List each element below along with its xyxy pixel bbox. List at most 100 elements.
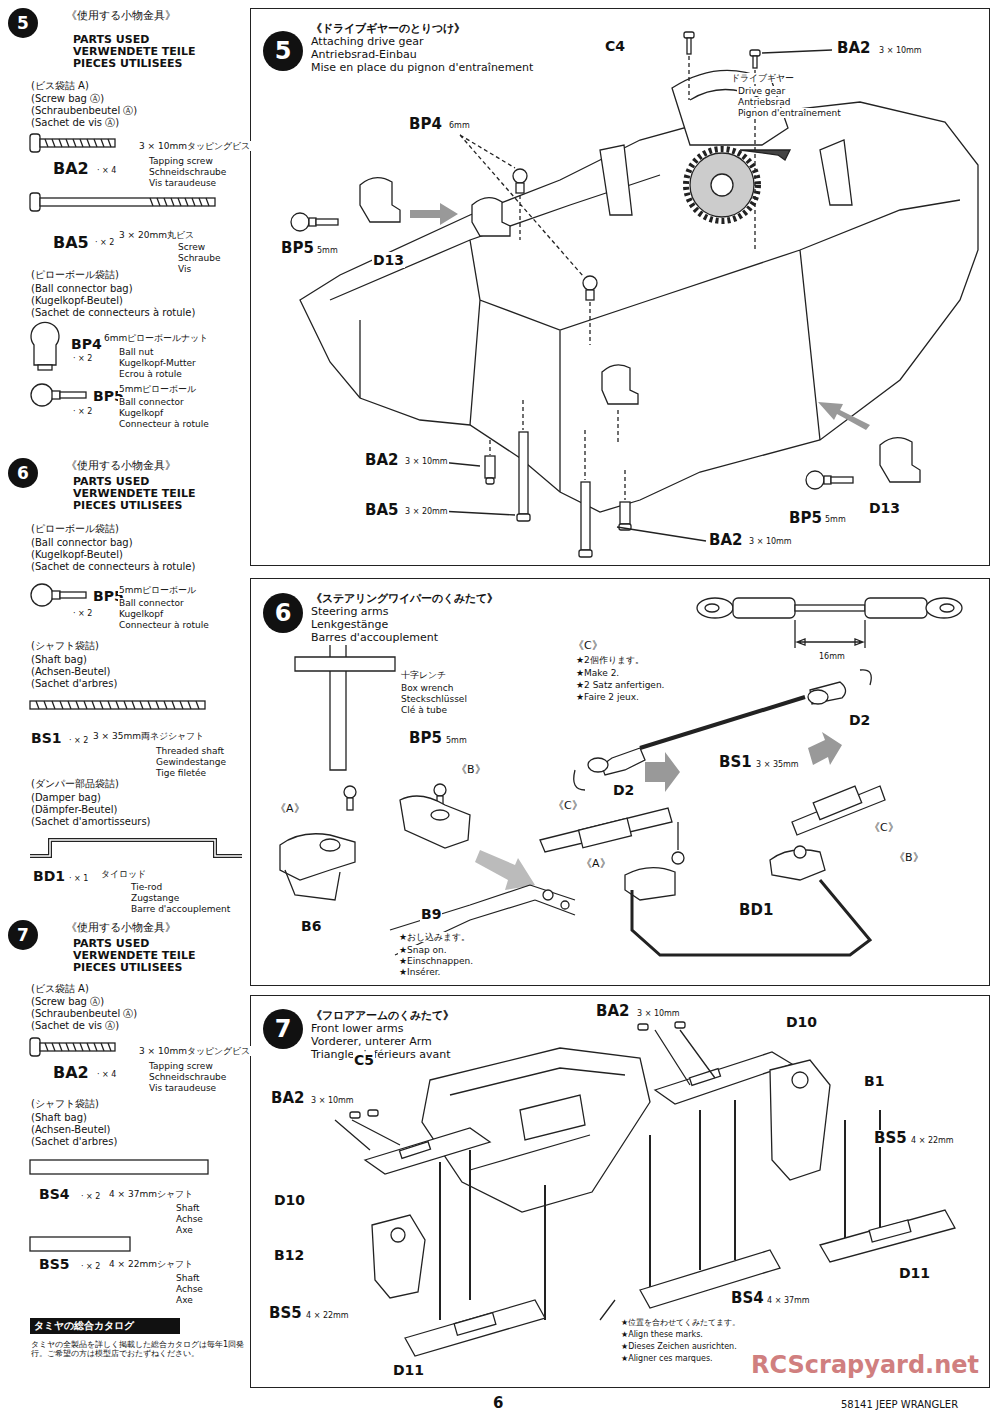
part-label: C5 xyxy=(353,1052,375,1068)
step-heading: 《ステアリングワイパーのくみたて》 xyxy=(311,593,498,606)
drawing-stroke xyxy=(390,885,575,955)
drawing-stroke xyxy=(770,1060,830,1180)
part-label: 《C》 xyxy=(552,800,584,813)
part-label: 5mmピローボール xyxy=(118,585,197,595)
part-label: 58141 JEEP WRANGLER xyxy=(840,1399,959,1411)
step-heading: Attaching drive gear xyxy=(311,36,424,49)
drawing-stroke xyxy=(335,1030,715,1320)
drawing-stroke xyxy=(806,471,824,489)
drawing-stroke xyxy=(31,322,59,365)
step-heading: 《ドライブギヤーのとりつけ》 xyxy=(311,23,465,36)
drawing-stroke xyxy=(30,1160,208,1174)
drawing-stroke xyxy=(40,1043,115,1051)
part-label: BA2 xyxy=(595,1003,630,1020)
part-label: (Kugelkopf-Beutel) xyxy=(30,295,124,307)
part-label: (Schraubenbeutel Ⓐ) xyxy=(30,105,138,117)
part-label: Steckschlüssel xyxy=(400,694,468,704)
drawing-stroke xyxy=(405,1300,545,1356)
part-label: Ball nut xyxy=(118,347,155,357)
drawing-stroke xyxy=(733,598,795,618)
part-label: タミヤの全製品を詳しく掲載した総合カタログは毎年1回発行。ご希望の方は模型店でお… xyxy=(30,1340,247,1358)
part-label: (Screw bag Ⓐ) xyxy=(30,996,105,1008)
drawing-stroke xyxy=(434,784,446,796)
part-label: (シャフト袋詰) xyxy=(30,640,100,652)
step-text: 5 xyxy=(17,13,29,33)
drawing-stroke xyxy=(30,1038,40,1056)
step-heading: Vorderer, unterer Arm xyxy=(311,1036,432,1049)
part-label: (ビス袋詰 A) xyxy=(30,80,90,92)
part-label: (Ball connector bag) xyxy=(30,283,134,295)
part-label: · × 2 xyxy=(80,1192,101,1201)
part-label: Connecteur à rotule xyxy=(118,620,210,630)
drawing-stroke xyxy=(450,1068,625,1170)
drawing-stroke xyxy=(638,1024,648,1030)
part-label: (Schraubenbeutel Ⓐ) xyxy=(30,1008,138,1020)
part-label: Screw xyxy=(177,242,206,252)
drawing-stroke xyxy=(472,198,510,236)
drawing-stroke xyxy=(330,628,346,770)
step-text: 6 xyxy=(17,463,29,483)
part-label: PIECES UTILISEES xyxy=(72,500,184,513)
part-label: · × 2 xyxy=(94,238,115,247)
part-label: 6mmピローボールナット xyxy=(103,333,209,343)
step-heading: Antriebsrad-Einbau xyxy=(311,49,417,62)
part-label: BA2 xyxy=(52,160,90,178)
part-label: Drive gear xyxy=(737,86,786,96)
part-label: 3 × 10mm xyxy=(636,1009,681,1018)
part-label: (Sachet de vis Ⓐ) xyxy=(30,117,120,129)
part-label: D13 xyxy=(372,252,405,268)
drawing-stroke xyxy=(818,402,870,430)
drawing-stroke xyxy=(45,139,111,147)
part-label: 3 × 10mm xyxy=(878,46,923,55)
drawing-stroke xyxy=(516,183,524,193)
drawing-stroke xyxy=(813,786,861,820)
step-text: タミヤの総合カタログ xyxy=(34,1319,134,1333)
part-label: BS1 xyxy=(30,730,63,746)
drawing-stroke xyxy=(579,818,632,848)
part-label: C4 xyxy=(604,38,626,54)
drawing-stroke xyxy=(690,153,754,217)
drawing-stroke xyxy=(620,502,630,524)
step-panel: 《ドライブギヤーのとりつけ》Attaching drive gearAntrie… xyxy=(250,8,990,566)
part-label: タイロッド xyxy=(100,869,147,879)
drawing-stroke xyxy=(808,732,842,765)
drawing-stroke xyxy=(30,193,40,211)
drawing-stroke xyxy=(347,798,353,810)
drawing-stroke xyxy=(330,175,960,492)
drawing-stroke xyxy=(400,796,470,848)
drawing-stroke xyxy=(831,477,853,483)
drawing-stroke xyxy=(40,139,115,147)
part-label: Shaft xyxy=(175,1203,200,1213)
part-label: 3 × 10mm xyxy=(310,1096,355,1105)
part-label: ★2個作ります。 xyxy=(575,655,645,665)
part-label: (Sachet d'arbres) xyxy=(30,1136,118,1148)
drawing-stroke xyxy=(399,1142,430,1159)
part-label: 《C》 xyxy=(572,640,604,653)
drawing-stroke xyxy=(675,1022,685,1028)
part-label: 3 × 10mmタッピングビス xyxy=(138,141,251,151)
drawing-stroke xyxy=(368,1110,378,1116)
part-label: 3 × 35mm xyxy=(755,760,800,769)
part-label: Gewindestange xyxy=(155,757,227,767)
drawing-stroke xyxy=(689,1069,720,1086)
drawing-stroke xyxy=(940,604,954,612)
drawing-stroke xyxy=(632,880,870,955)
part-label: ★Faire 2 jeux. xyxy=(575,692,640,702)
drawing-stroke xyxy=(561,901,569,909)
part-label: 3 × 10mmタッピングビス xyxy=(138,1046,251,1056)
drawing-stroke xyxy=(422,1048,650,1212)
part-label: 3 × 10mm xyxy=(748,537,793,546)
part-label: 5mm xyxy=(316,246,339,255)
step-number-circle: 7 xyxy=(8,920,38,950)
part-label: · × 2 xyxy=(72,609,93,618)
drawing-stroke xyxy=(540,808,672,852)
part-label: 4 × 37mmシャフト xyxy=(108,1189,194,1199)
drawing-stroke xyxy=(30,1237,130,1251)
part-label: (ピローボール袋詰) xyxy=(30,269,120,281)
part-label: Kugelkopf-Mutter xyxy=(118,358,197,368)
drawing-stroke xyxy=(687,38,691,54)
part-label: BA2 xyxy=(708,532,743,549)
drawing-stroke xyxy=(316,219,338,225)
drawing-stroke xyxy=(36,701,199,709)
part-label: 4 × 22mm xyxy=(305,1311,350,1320)
